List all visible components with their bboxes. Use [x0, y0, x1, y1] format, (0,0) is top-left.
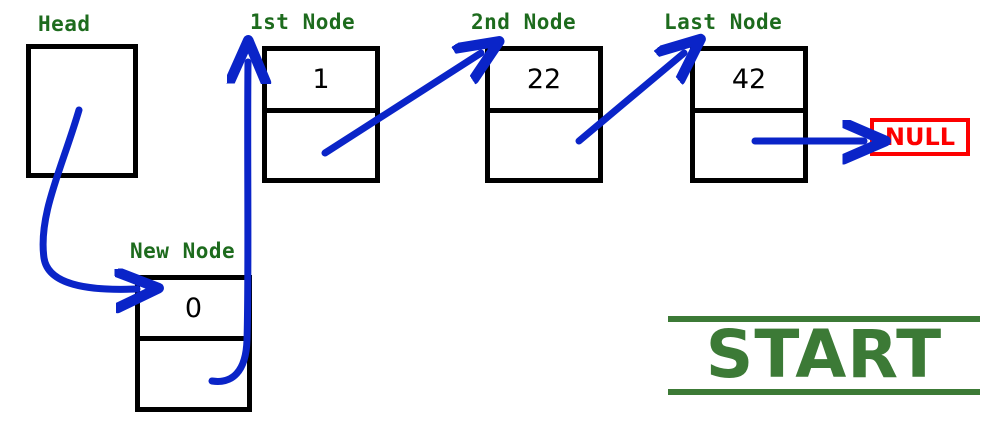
node-box-new: 0 — [135, 275, 252, 412]
node-box-second: 22 — [485, 46, 603, 183]
node-value-cell-last: 42 — [695, 51, 803, 113]
node-pointer-cell-last — [695, 118, 803, 178]
start-banner: START — [668, 316, 980, 395]
node-label-last: Last Node — [664, 10, 783, 34]
node-label-second: 2nd Node — [471, 10, 577, 34]
null-box: NULL — [870, 118, 970, 156]
node-value-text-last: 42 — [731, 64, 767, 95]
null-label: NULL — [884, 123, 956, 151]
node-label-first: 1st Node — [250, 10, 356, 34]
node-label-head: Head — [38, 12, 91, 36]
start-underline — [668, 388, 980, 395]
node-box-last: 42 — [690, 46, 808, 183]
node-value-cell-new: 0 — [140, 280, 247, 341]
node-value-text-new: 0 — [184, 292, 203, 324]
node-pointer-cell-first — [267, 118, 375, 178]
node-pointer-cell-second — [490, 118, 598, 178]
node-box-first: 1 — [262, 46, 380, 183]
node-box-head — [26, 44, 138, 178]
node-value-text-second: 22 — [526, 64, 562, 95]
node-label-new: New Node — [130, 239, 236, 263]
start-text: START — [705, 316, 943, 393]
node-value-text-first: 1 — [312, 64, 330, 95]
node-value-cell-second: 22 — [490, 51, 598, 113]
node-value-cell-first: 1 — [267, 51, 375, 113]
node-pointer-cell-new — [140, 346, 247, 407]
start-overline — [668, 316, 980, 322]
